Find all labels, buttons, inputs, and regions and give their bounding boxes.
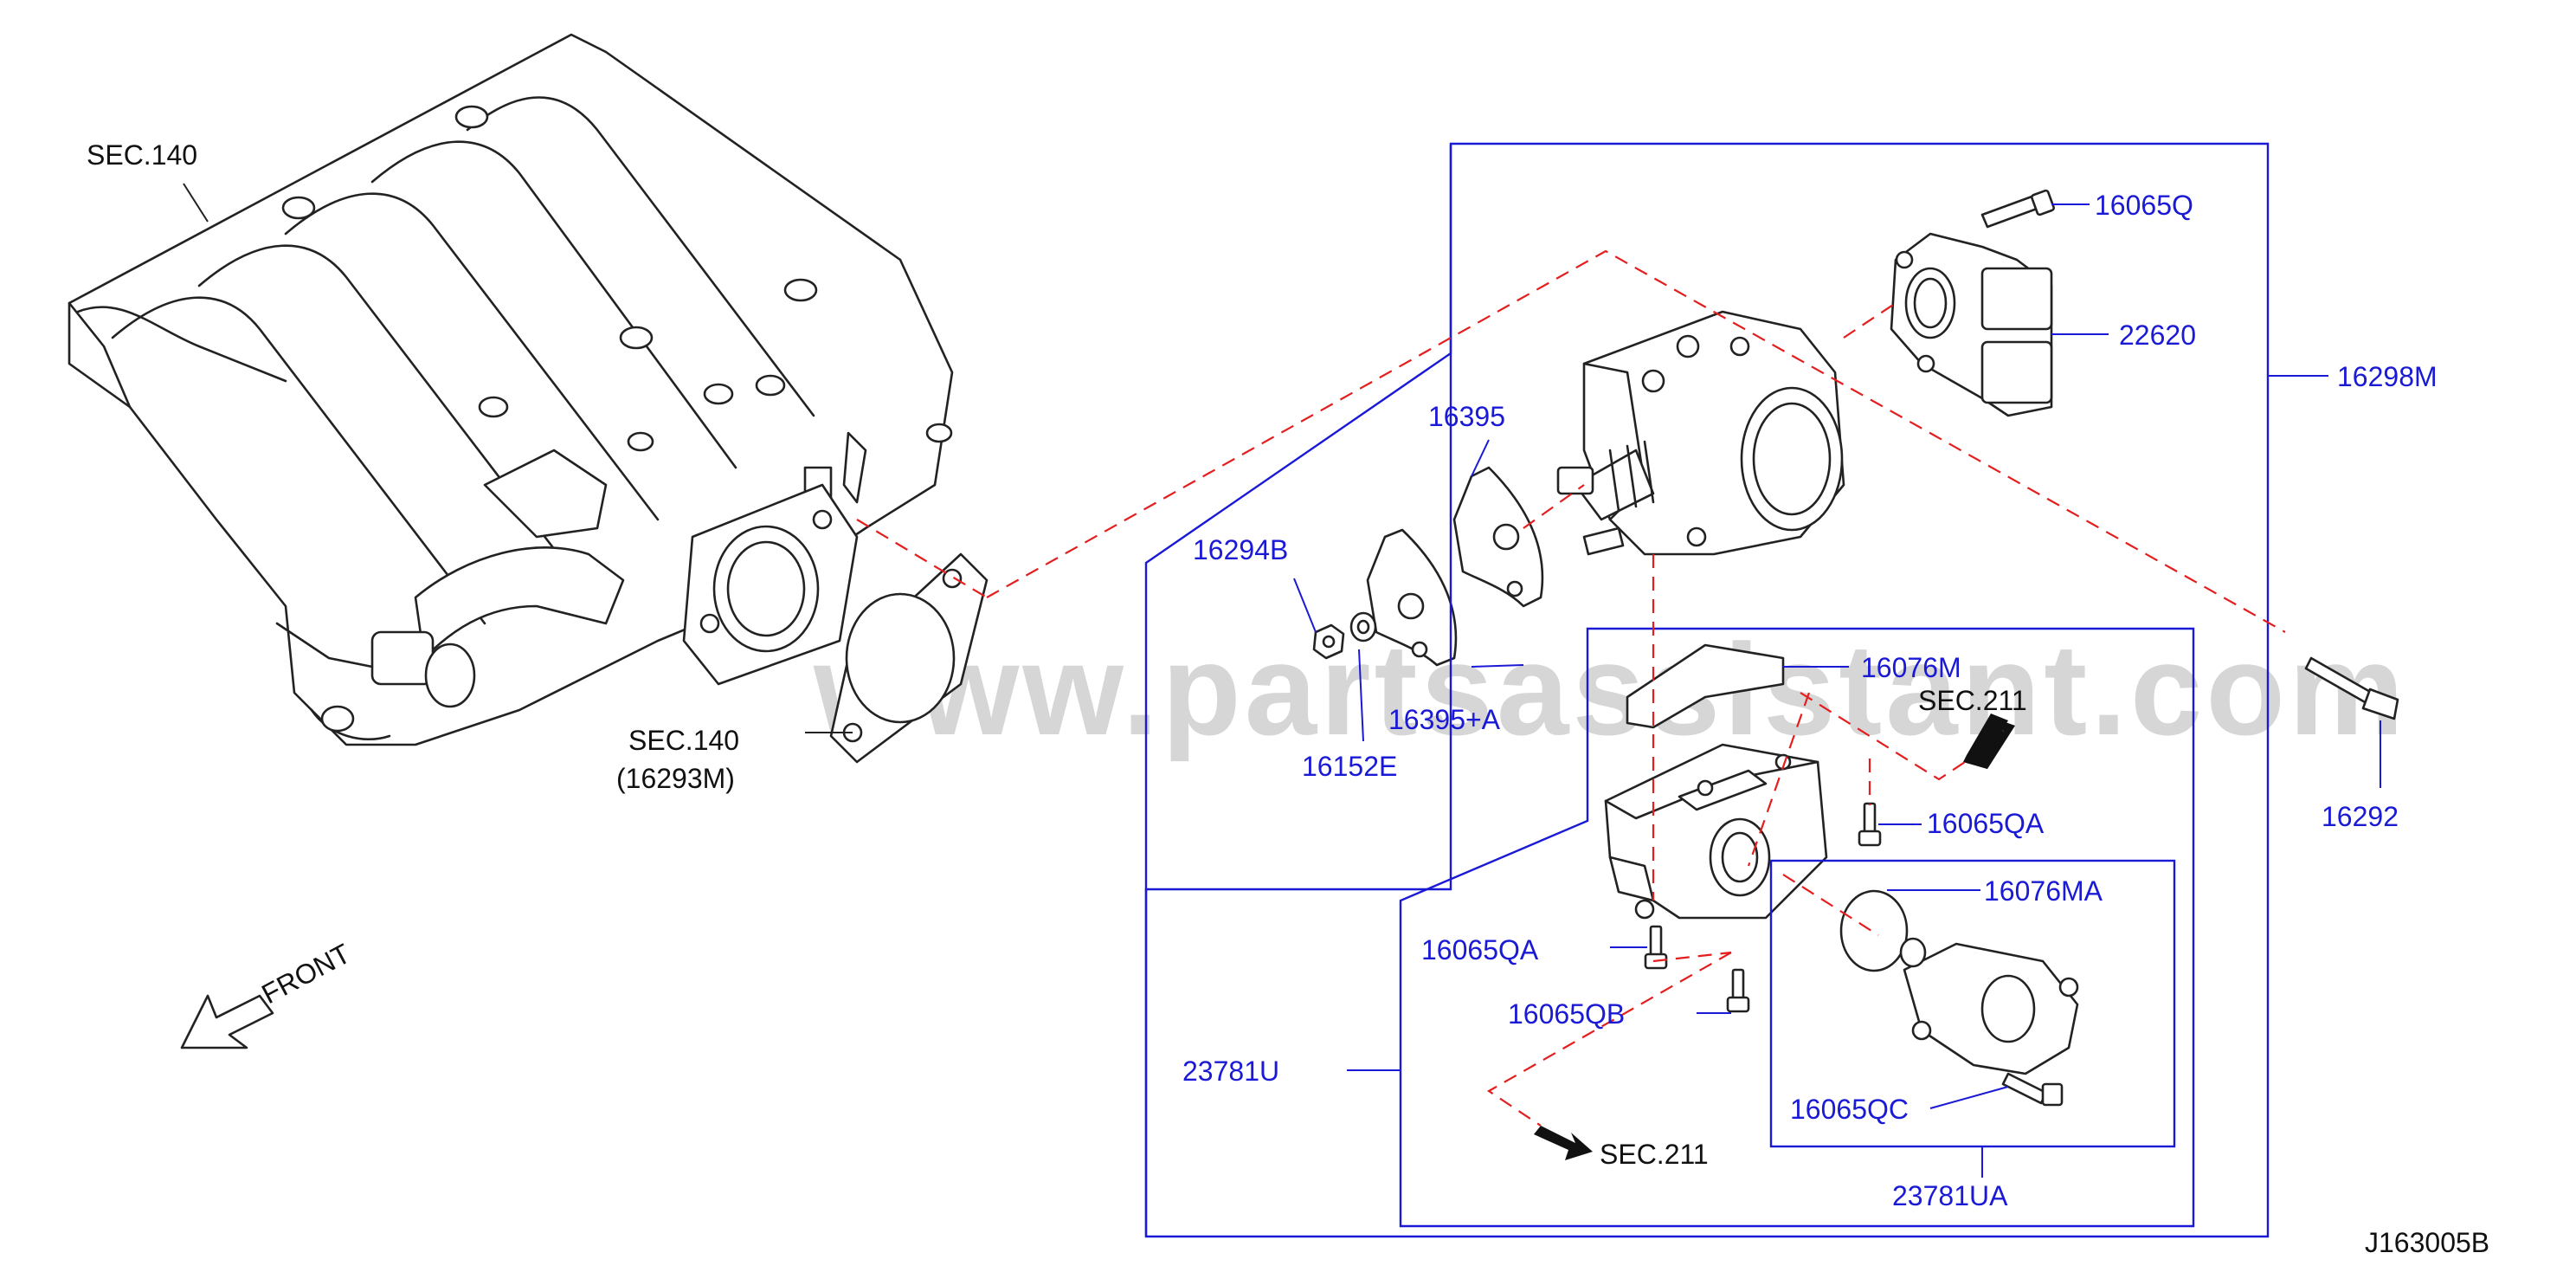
label-16395A[interactable]: 16395+A xyxy=(1388,704,1501,735)
label-16065QA-left[interactable]: 16065QA xyxy=(1421,934,1539,965)
label-16298M[interactable]: 16298M xyxy=(2337,361,2438,392)
label-front: FRONT xyxy=(256,938,355,1011)
leader-lines xyxy=(183,183,2381,1178)
watermark: www.partsassistant.com xyxy=(813,617,2407,762)
screw-16065Q xyxy=(1980,189,2055,229)
label-22620[interactable]: 22620 xyxy=(2119,320,2196,351)
label-16294B[interactable]: 16294B xyxy=(1193,534,1288,565)
label-16065QB[interactable]: 16065QB xyxy=(1508,998,1625,1030)
front-arrow xyxy=(180,994,274,1049)
throttle-position-sensor xyxy=(1890,232,2053,417)
washer-16152E xyxy=(1349,611,1377,642)
screw-16065QB xyxy=(1726,968,1750,1013)
bolt-16292 xyxy=(2304,656,2399,720)
label-16065QA-right[interactable]: 16065QA xyxy=(1927,808,2045,839)
screw-16065QA-left xyxy=(1644,925,1668,970)
label-16076M[interactable]: 16076M xyxy=(1861,652,1961,683)
label-23781UA[interactable]: 23781UA xyxy=(1892,1180,2008,1211)
intake-manifold xyxy=(68,33,954,746)
label-16065Q[interactable]: 16065Q xyxy=(2095,190,2193,221)
alignment-lines xyxy=(856,249,2286,1127)
callout-box-23781U xyxy=(1399,627,2195,1228)
label-16293M: (16293M) xyxy=(616,763,735,794)
label-sec140-gasket: SEC.140 xyxy=(628,725,739,756)
label-sec211-upper: SEC.211 xyxy=(1918,685,2027,716)
diagram-id: J163005B xyxy=(2365,1227,2489,1258)
gasket-16076M xyxy=(1626,643,1785,729)
label-sec211-lower: SEC.211 xyxy=(1600,1139,1709,1170)
label-16065QC[interactable]: 16065QC xyxy=(1790,1094,1909,1125)
label-16076MA[interactable]: 16076MA xyxy=(1984,875,2103,907)
callout-box-16298M-outer xyxy=(1144,144,1452,1237)
aac-valve-body xyxy=(1604,743,1828,920)
sec211-lower-arrow xyxy=(1534,1126,1593,1160)
screw-16065QC xyxy=(2001,1072,2064,1107)
callout-box-23781UA xyxy=(1769,859,2176,1148)
gasket-16076MA xyxy=(1839,889,1909,972)
nut-16294B xyxy=(1312,623,1345,660)
aac-valve xyxy=(1899,937,2079,1075)
sec211-upper-arrow-head xyxy=(1963,714,2008,769)
lever-16395 xyxy=(1452,466,1544,608)
screw-16065QA-right xyxy=(1858,802,1882,847)
label-16395[interactable]: 16395 xyxy=(1428,401,1505,432)
label-23781U[interactable]: 23781U xyxy=(1182,1056,1279,1087)
label-16292[interactable]: 16292 xyxy=(2322,801,2399,832)
label-sec140-top: SEC.140 xyxy=(87,139,197,171)
label-16152E[interactable]: 16152E xyxy=(1302,751,1397,782)
lever-16395A xyxy=(1366,528,1458,667)
throttle-chamber xyxy=(1556,310,1845,556)
